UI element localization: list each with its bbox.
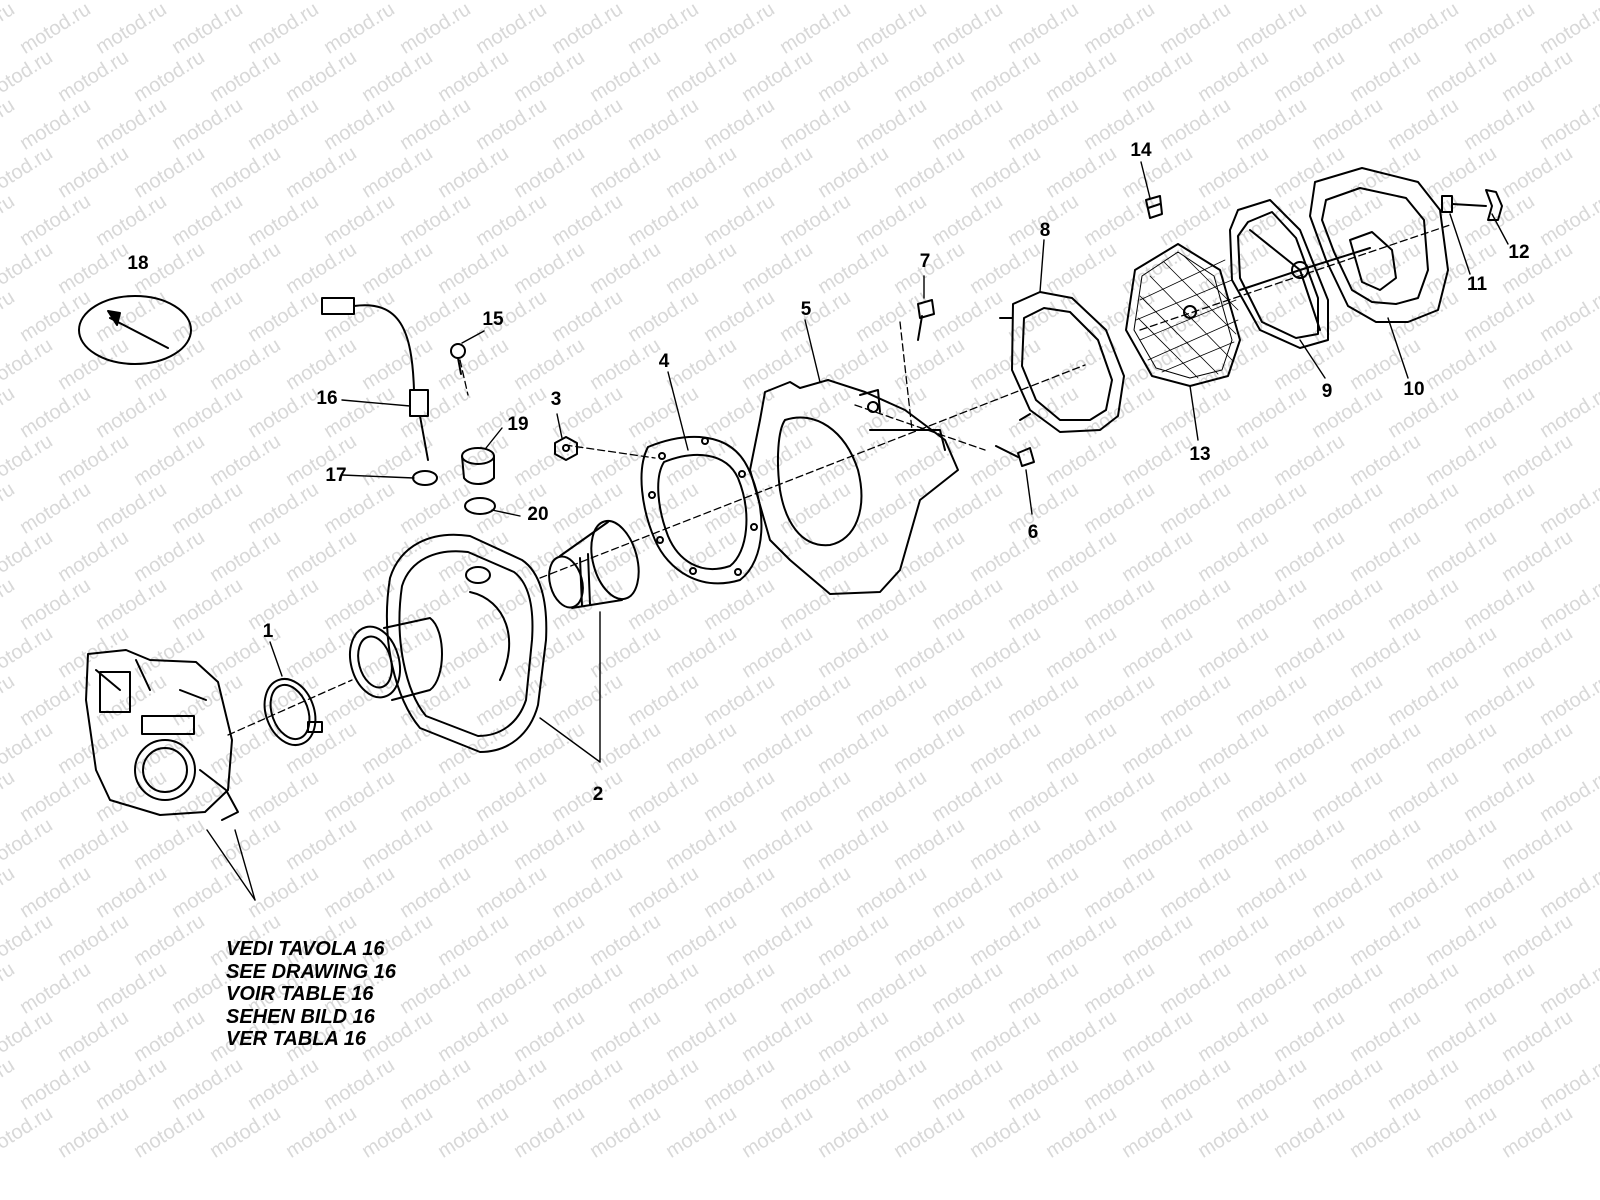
callout-16: 16	[316, 388, 338, 409]
part-10-airbox-cover	[1299, 167, 1449, 323]
part-17-washer	[412, 470, 438, 486]
callout-14: 14	[1130, 140, 1152, 161]
part-6-screw	[995, 445, 1035, 467]
part-18-rivet-detail	[78, 295, 192, 365]
callout-4: 4	[658, 351, 670, 372]
throttle-body	[85, 649, 239, 821]
part-3-nut	[554, 436, 578, 461]
part-15-screw	[450, 343, 466, 375]
callout-13: 13	[1189, 444, 1211, 465]
note-line-fr: VOIR TABLE 16	[226, 983, 374, 1005]
callout-leader-lines	[206, 161, 1509, 901]
part-2-sleeve	[548, 519, 640, 609]
part-7-screw	[917, 299, 935, 341]
callout-2: 2	[592, 784, 604, 805]
part-20-clip-ring	[464, 497, 496, 515]
note-line-es: VER TABLA 16	[226, 1028, 367, 1050]
part-19-cap	[461, 447, 495, 485]
part-2-intake-housing	[349, 533, 548, 753]
note-line-en: SEE DRAWING 16	[226, 960, 397, 983]
part-8-filter-frame	[999, 291, 1125, 433]
note-line-it: VEDI TAVOLA 16	[226, 938, 385, 960]
callout-20: 20	[527, 504, 549, 525]
part-5-airbox-base	[749, 379, 959, 595]
assembly-axis-lines	[227, 224, 1451, 736]
callout-12: 12	[1508, 242, 1530, 263]
see-drawing-reference-note: VEDI TAVOLA 16 SEE DRAWING 16 VOIR TABLE…	[226, 938, 396, 1051]
callout-9: 9	[1321, 381, 1333, 402]
callout-19: 19	[507, 414, 529, 435]
part-1-hose-clamp	[263, 678, 323, 746]
part-9-filter-cage	[1229, 199, 1329, 349]
callout-11: 11	[1466, 274, 1488, 295]
callout-10: 10	[1403, 379, 1425, 400]
part-16-temperature-sensor	[321, 297, 429, 461]
callout-3: 3	[550, 389, 562, 410]
callout-15: 15	[482, 309, 504, 330]
callout-5: 5	[800, 299, 812, 320]
part-11-12-knob-and-nut	[1441, 189, 1503, 221]
callout-6: 6	[1027, 522, 1039, 543]
part-13-filter-mesh	[1125, 243, 1241, 387]
callout-18: 18	[127, 253, 149, 274]
callout-17: 17	[325, 465, 347, 486]
note-line-de: SEHEN BILD 16	[226, 1005, 375, 1028]
callout-8: 8	[1039, 220, 1051, 241]
part-4-gasket	[640, 435, 763, 585]
callout-7: 7	[919, 251, 931, 272]
part-14-clip	[1145, 195, 1163, 219]
callout-1: 1	[262, 621, 274, 642]
